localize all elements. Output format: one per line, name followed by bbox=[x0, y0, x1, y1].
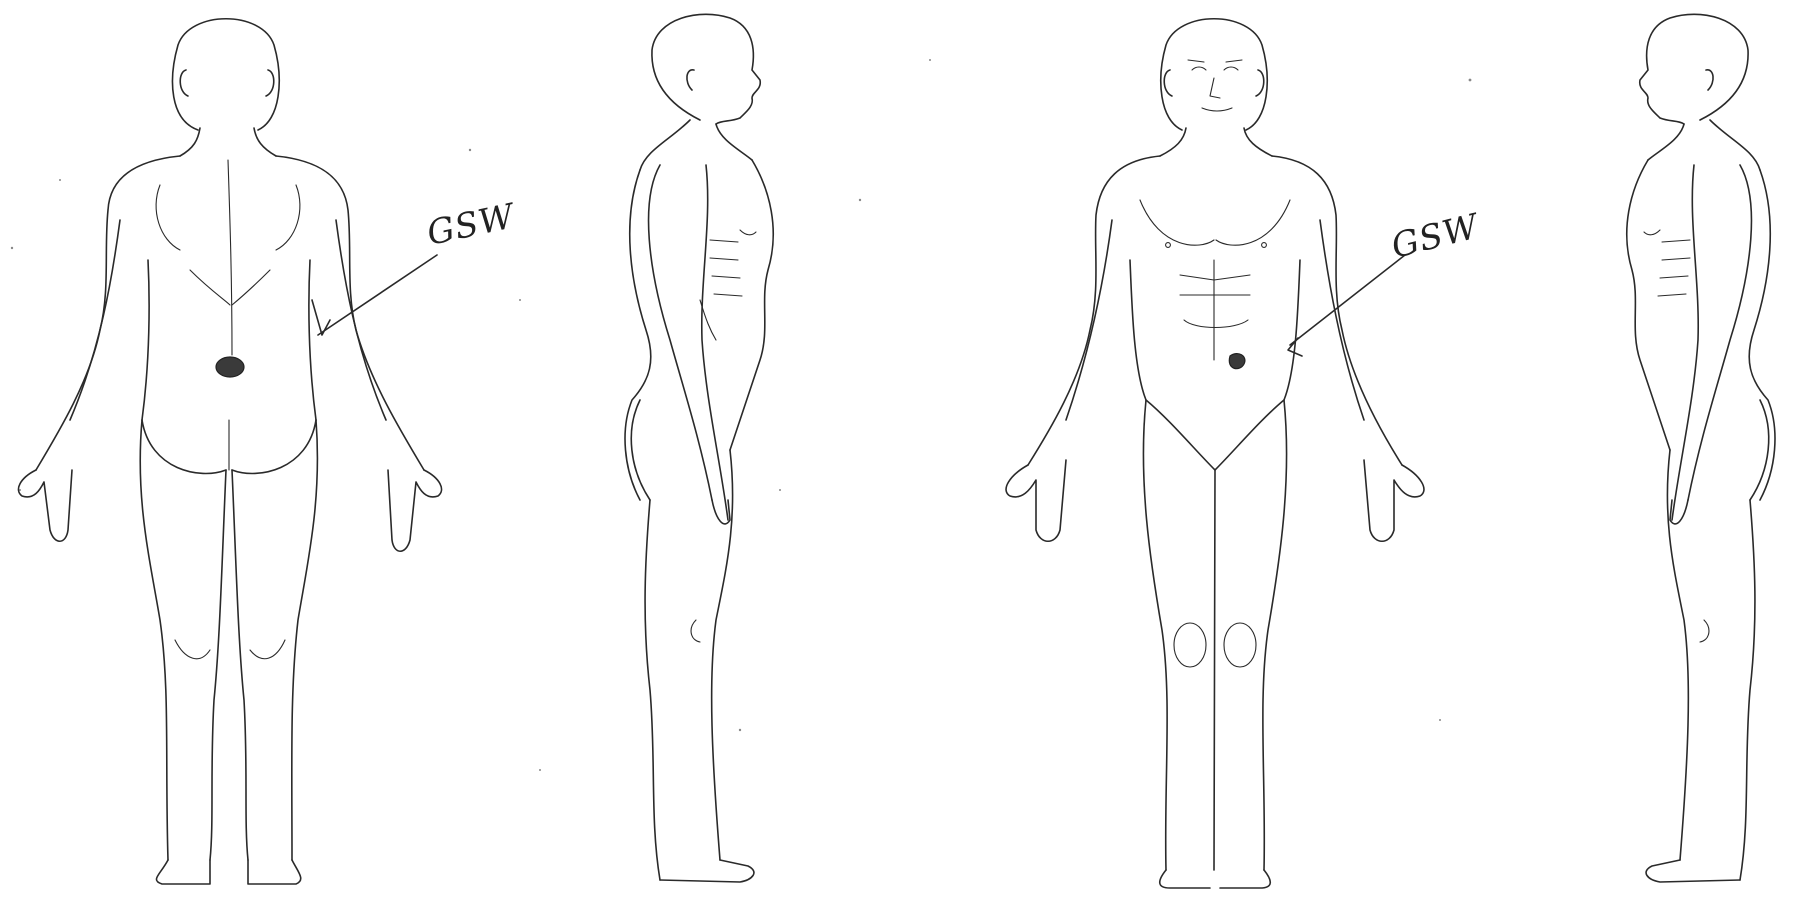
annotation-front-label: GSW bbox=[1388, 206, 1485, 267]
annotation-back-label: GSW bbox=[424, 196, 521, 254]
front-wound-mark bbox=[1229, 354, 1245, 369]
figure-right-side-view bbox=[625, 14, 773, 882]
back-wound-mark bbox=[216, 357, 244, 377]
annotation-front: GSW bbox=[1290, 206, 1485, 345]
figure-front-view bbox=[1006, 19, 1424, 888]
figure-left-side-view bbox=[1627, 14, 1775, 882]
figure-back-view bbox=[18, 19, 441, 884]
